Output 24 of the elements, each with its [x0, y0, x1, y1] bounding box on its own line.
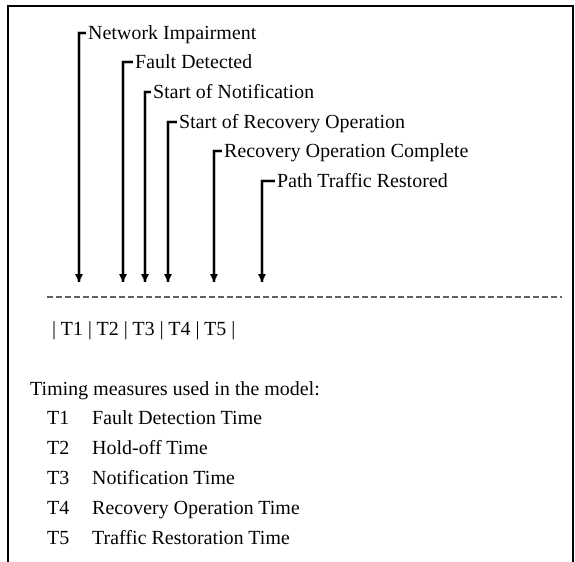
term-symbol: T5	[47, 526, 70, 551]
term-symbol: T2	[47, 436, 70, 461]
leader-arrow	[164, 120, 177, 282]
term-definition: Recovery Operation Time	[92, 496, 300, 521]
event-label: Start of Recovery Operation	[179, 109, 406, 135]
leader-arrow	[258, 180, 275, 282]
term-definition: Notification Time	[92, 466, 235, 491]
event-label: Start of Notification	[153, 79, 314, 105]
term-symbol: T1	[47, 406, 70, 431]
term-symbol: T3	[47, 466, 70, 491]
leader-arrow	[75, 32, 86, 282]
leader-arrow	[119, 60, 133, 282]
term-definition: Hold-off Time	[92, 436, 208, 461]
term-definition: Fault Detection Time	[92, 406, 262, 431]
event-label: Fault Detected	[135, 49, 252, 75]
event-label: Network Impairment	[88, 20, 256, 46]
term-symbol: T4	[47, 496, 70, 521]
event-label: Path Traffic Restored	[277, 168, 448, 194]
term-definition: Traffic Restoration Time	[92, 526, 290, 551]
leader-arrow	[141, 90, 151, 282]
interval-scale-text: | T1 | T2 | T3 | T4 | T5 |	[52, 317, 236, 342]
legend-heading: Timing measures used in the model:	[30, 377, 320, 402]
leader-arrow	[210, 150, 222, 282]
event-label: Recovery Operation Complete	[224, 138, 468, 164]
